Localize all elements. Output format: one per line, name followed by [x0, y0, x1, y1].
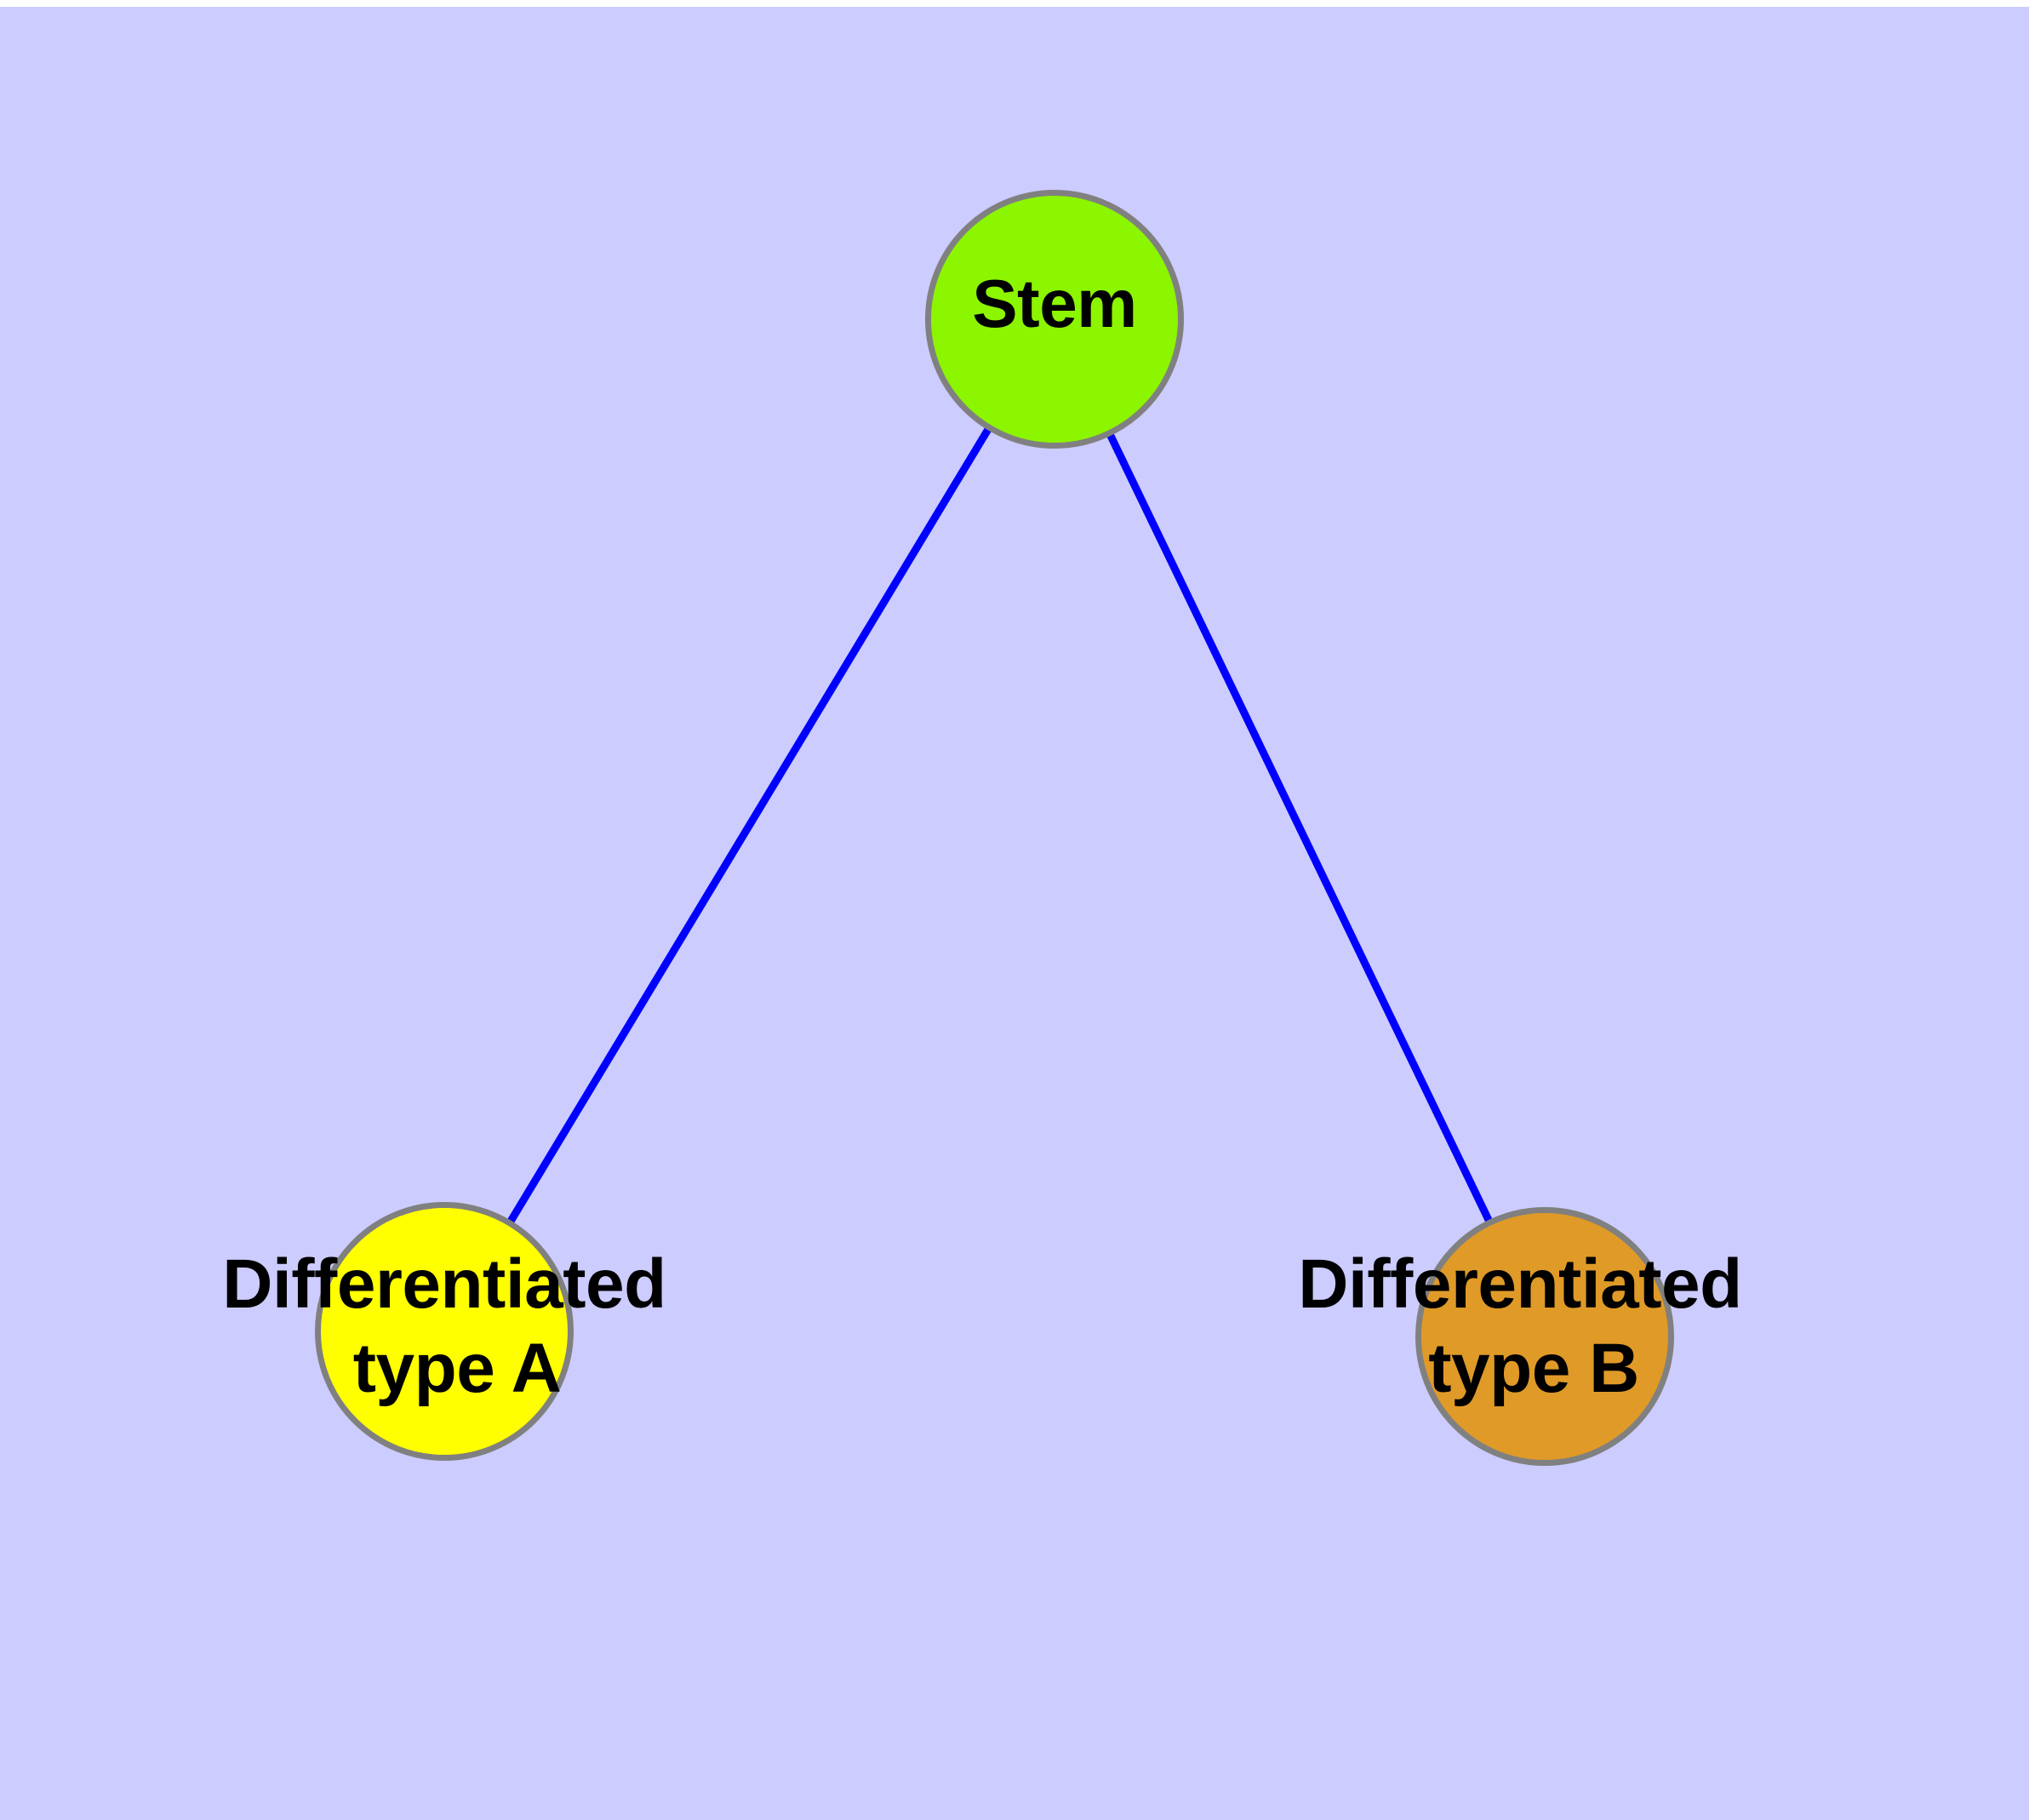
node-differentiated-type-a-label-line2: type A — [352, 1330, 562, 1407]
node-stem-label: Stem — [972, 266, 1137, 341]
node-differentiated-type-b-circle[interactable] — [1415, 1207, 1674, 1466]
node-differentiated-type-a-label-line1: Differentiated — [222, 1245, 666, 1323]
node-differentiated-type-a-circle[interactable] — [315, 1202, 574, 1461]
node-differentiated-type-b-label-line1: Differentiated — [1298, 1245, 1742, 1323]
node-differentiated-type-b[interactable]: Differentiated type B — [1298, 1207, 1742, 1466]
edge-stem-diff-b — [1050, 318, 1549, 1338]
node-stem-circle[interactable] — [925, 190, 1184, 449]
node-differentiated-type-b-label-line2: type B — [1428, 1330, 1639, 1407]
node-differentiated-type-a[interactable]: Differentiated type A — [222, 1202, 666, 1461]
node-stem[interactable]: Stem — [925, 190, 1184, 449]
edge-stem-diff-a — [441, 317, 1058, 1334]
